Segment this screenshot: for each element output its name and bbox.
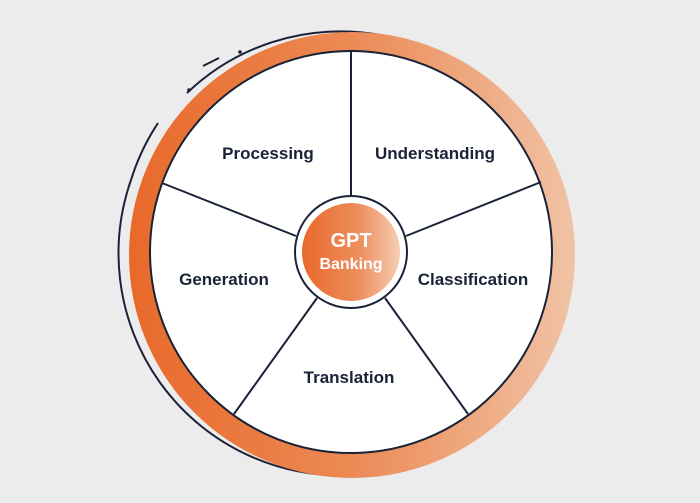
outer-outline-dash xyxy=(130,122,159,181)
spoke-divider xyxy=(405,181,542,237)
segment-label-understanding: Understanding xyxy=(375,144,495,163)
spoke-divider xyxy=(161,182,297,237)
outline-dot xyxy=(238,50,242,54)
outline-dash-mark xyxy=(202,57,220,67)
segment-label-classification: Classification xyxy=(418,270,529,289)
segment-label-translation: Translation xyxy=(304,368,395,387)
spoke-divider xyxy=(384,297,469,415)
hub xyxy=(302,203,400,301)
segment-label-generation: Generation xyxy=(179,270,269,289)
hub-title: GPT xyxy=(330,230,371,252)
hub-subtitle: Banking xyxy=(319,256,382,273)
outline-dot xyxy=(187,88,191,92)
spoke-divider xyxy=(233,297,318,415)
segment-label-processing: Processing xyxy=(222,144,314,163)
